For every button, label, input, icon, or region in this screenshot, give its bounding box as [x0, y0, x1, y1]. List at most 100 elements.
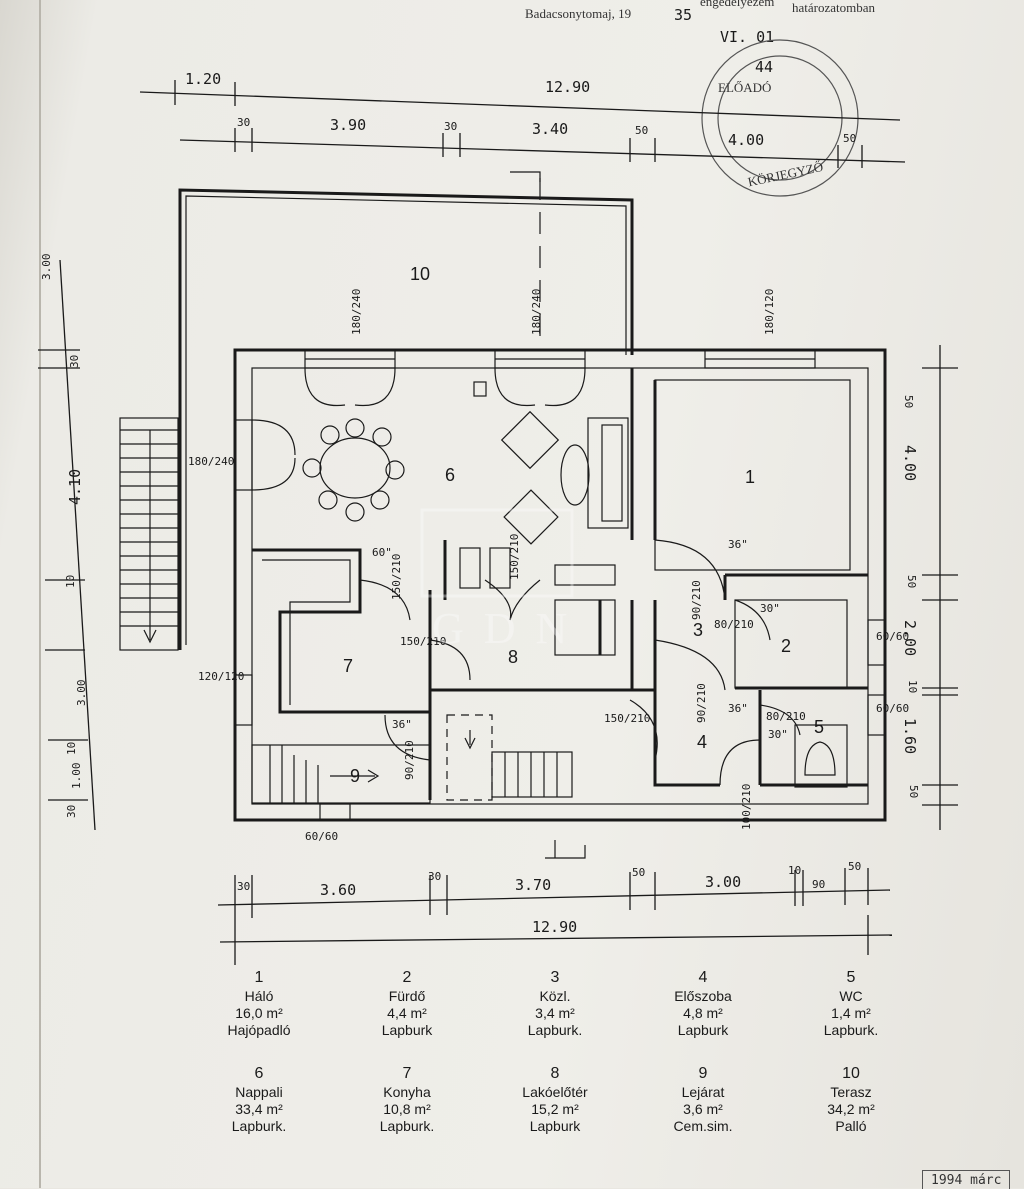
legend-name: Nappali: [235, 1084, 283, 1100]
legend-name: Konyha: [383, 1084, 431, 1100]
legend-item-10: 10 Terasz 34,2 m² Palló: [777, 1064, 925, 1160]
opening-18: 90/210: [695, 683, 708, 723]
legend-floor: Lapburk.: [231, 1118, 287, 1134]
dim-top-seg-5: 50: [635, 124, 648, 137]
legend-num: 8: [550, 1065, 560, 1082]
place-date: Badacsonytomaj, 19: [525, 6, 631, 21]
legend-item-3: 3 Közl. 3,4 m² Lapburk.: [481, 968, 629, 1064]
room-label-5: 5: [814, 717, 824, 737]
legend-area: 4,4 m²: [387, 1005, 427, 1021]
legend-area: 34,2 m²: [827, 1101, 875, 1117]
dim-right-3: 50: [905, 575, 918, 588]
top-dimension-lines: [139, 80, 906, 168]
legend-num: 9: [698, 1065, 708, 1082]
approval-text-2: határozatomban: [792, 0, 876, 15]
room-label-6: 6: [445, 465, 455, 485]
stamp-word: ELŐADÓ: [718, 80, 771, 95]
dim-bottom-6: 3.00: [705, 873, 741, 891]
right-dimension-lines: [922, 345, 958, 830]
stamp-number: 44: [755, 58, 773, 76]
approval-text: engedélyezem: [700, 0, 774, 9]
dim-right-4: 2.00: [901, 620, 919, 656]
legend-floor: Lapburk: [677, 1022, 729, 1038]
legend-name: Fürdő: [388, 988, 426, 1004]
opening-4: 180/240: [188, 455, 234, 468]
legend-item-6: 6 Nappali 33,4 m² Lapburk.: [185, 1064, 333, 1160]
dim-bottom-5: 50: [632, 866, 645, 879]
room-label-1: 1: [745, 467, 755, 487]
opening-17: 30": [760, 602, 780, 615]
legend-floor: Hajópadló: [227, 1022, 291, 1038]
dim-right-5: 10: [906, 680, 919, 693]
legend-item-7: 7 Konyha 10,8 m² Lapburk.: [333, 1064, 481, 1160]
opening-5: 120/120: [198, 670, 244, 683]
windows-top: [234, 349, 886, 821]
legend-area: 16,0 m²: [235, 1005, 283, 1021]
gdn-watermark: GDN: [420, 508, 574, 653]
legend-area: 33,4 m²: [235, 1101, 283, 1117]
opening-14: 36": [392, 718, 412, 731]
year-handwritten: 35: [674, 6, 692, 24]
legend-floor: Lapburk.: [527, 1022, 583, 1038]
legend-num: 5: [846, 969, 856, 986]
legend-num: 4: [698, 969, 708, 986]
opening-23: 90/210: [403, 740, 416, 780]
legend-num: 6: [254, 1065, 264, 1082]
stamp-ring-text: KÖRJEGYZŐ: [746, 159, 824, 190]
dim-top-seg-6: 4.00: [728, 131, 764, 149]
dim-top-seg-4: 3.40: [532, 120, 568, 138]
dim-bottom-2: 3.60: [320, 881, 356, 899]
dim-left-4: 10: [64, 575, 77, 588]
terrace-stairs: [119, 417, 179, 651]
legend-floor: Lapburk: [529, 1118, 581, 1134]
legend-name: Lakóelőtér: [522, 1084, 588, 1100]
legend-area: 3,4 m²: [535, 1005, 575, 1021]
dim-top-seg-3: 30: [444, 120, 457, 133]
opening-13: 150/210: [400, 635, 446, 648]
opening-21: 30": [768, 728, 788, 741]
door-swings: [251, 367, 801, 786]
opening-22: 150/210: [604, 712, 650, 725]
legend-item-9: 9 Lejárat 3,6 m² Cem.sim.: [629, 1064, 777, 1160]
room-label-10: 10: [410, 264, 430, 284]
opening-9: 100/210: [740, 784, 753, 830]
legend-area: 3,6 m²: [683, 1101, 723, 1117]
opening-10: 60": [372, 546, 392, 559]
dim-bottom-1: 30: [237, 880, 250, 893]
dim-right-2: 4.00: [901, 445, 919, 481]
room-label-4: 4: [697, 732, 707, 752]
opening-1: 180/240: [350, 289, 363, 335]
dim-left-2: 30: [68, 355, 81, 368]
room-label-2: 2: [781, 636, 791, 656]
dim-top-seg-2: 3.90: [330, 116, 366, 134]
legend-num: 1: [254, 969, 264, 986]
opening-19: 36": [728, 538, 748, 551]
legend-item-1: 1 Háló 16,0 m² Hajópadló: [185, 968, 333, 1064]
dim-top-offset: 1.20: [185, 70, 221, 88]
room-label-7: 7: [343, 656, 353, 676]
legend-num: 7: [402, 1065, 412, 1082]
dim-bottom-8: 90: [812, 878, 825, 891]
legend-num: 3: [550, 969, 560, 986]
room-legend: 1 Háló 16,0 m² Hajópadló 2 Fürdő 4,4 m² …: [185, 968, 945, 1158]
dim-right-7: 50: [907, 785, 920, 798]
opening-6: 60/60: [876, 630, 909, 643]
dim-left-8: 30: [65, 805, 78, 818]
legend-name: Lejárat: [681, 1084, 725, 1100]
dim-left-1: 3.00: [40, 254, 53, 281]
opening-3: 180/120: [763, 289, 776, 335]
legend-name: WC: [839, 988, 863, 1004]
dim-left-7: 1.00: [70, 763, 83, 790]
legend-floor: Lapburk: [381, 1022, 433, 1038]
opening-11: 150/210: [390, 554, 403, 600]
room-label-9: 9: [350, 766, 360, 786]
dim-bottom-7: 10: [788, 864, 801, 877]
interior-walls: [251, 368, 868, 859]
dim-right-1: 50: [902, 395, 915, 408]
dim-left-5: 3.00: [75, 680, 88, 707]
legend-item-4: 4 Előszoba 4,8 m² Lapburk: [629, 968, 777, 1064]
legend-num: 2: [402, 969, 412, 986]
official-stamp: 44 ELŐADÓ KÖRJEGYZŐ: [701, 39, 859, 197]
legend-floor: Cem.sim.: [673, 1118, 733, 1134]
opening-12: 150/210: [508, 534, 521, 580]
